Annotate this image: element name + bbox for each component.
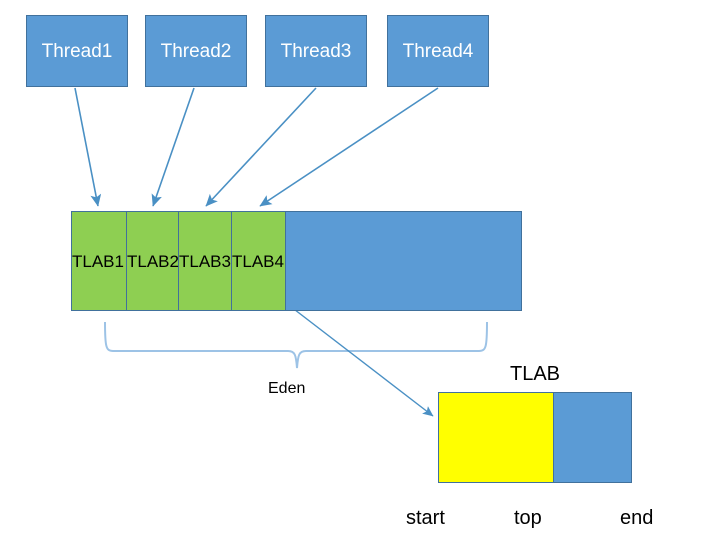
arrow-thread2-to-tlab2	[151, 87, 195, 207]
tlab-pointer-end: end	[620, 507, 654, 529]
thread-box-4[interactable]: Thread4	[387, 15, 489, 87]
tlab-pointer-top: top	[514, 507, 542, 529]
tlab-detail-used-region	[439, 393, 554, 482]
eden-tlab-cell-4[interactable]: TLAB4	[232, 212, 286, 310]
thread-box-label: Thread1	[41, 40, 113, 62]
tlab-pointer-start: start	[406, 507, 445, 529]
thread-box-1[interactable]: Thread1	[26, 15, 128, 87]
thread-box-3[interactable]: Thread3	[265, 15, 367, 87]
eden-tlab-cell-label: TLAB2	[127, 251, 179, 271]
arrow-thread1-to-tlab1	[74, 87, 102, 207]
eden-tlab-cell-label: TLAB3	[179, 251, 231, 271]
tlab-detail-title: TLAB	[509, 363, 561, 385]
tlab-detail-box	[438, 392, 632, 483]
eden-tlab-cell-label: TLAB4	[232, 251, 284, 271]
eden-brace	[104, 321, 488, 369]
thread-box-2[interactable]: Thread2	[145, 15, 247, 87]
thread-box-label: Thread4	[402, 40, 474, 62]
eden-tlab-cell-3[interactable]: TLAB3	[179, 212, 232, 310]
eden-tlab-cell-1[interactable]: TLAB1	[72, 212, 127, 310]
thread-box-label: Thread2	[160, 40, 232, 62]
thread-box-label: Thread3	[280, 40, 352, 62]
arrow-thread4-to-tlab4	[259, 87, 439, 207]
arrow-thread3-to-tlab3	[205, 87, 317, 207]
eden-bar: TLAB1 TLAB2 TLAB3 TLAB4	[71, 211, 522, 311]
eden-brace-label: Eden	[268, 380, 306, 397]
eden-tlab-cell-2[interactable]: TLAB2	[127, 212, 179, 310]
eden-tlab-cell-label: TLAB1	[72, 251, 124, 271]
